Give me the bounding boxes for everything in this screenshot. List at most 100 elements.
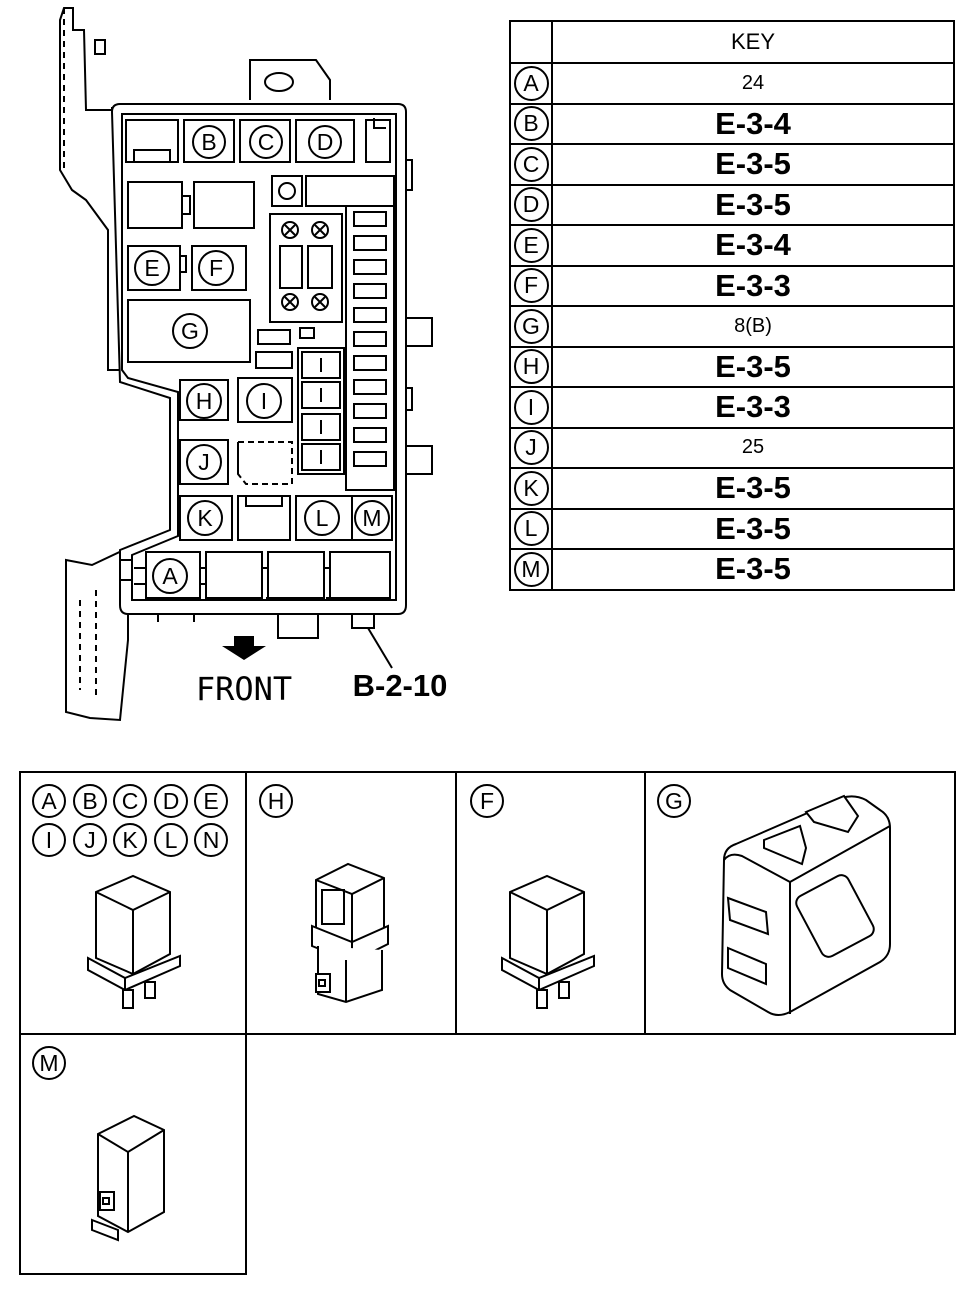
svg-text:D: D [163, 788, 180, 814]
svg-text:G: G [181, 318, 199, 344]
fuse-box [59, 7, 433, 722]
position-marker-f: F [198, 250, 234, 286]
position-marker-m: M [354, 500, 390, 536]
svg-text:L: L [165, 827, 178, 853]
svg-text:E: E [144, 255, 159, 281]
svg-text:B: B [82, 788, 97, 814]
svg-text:E: E [203, 788, 218, 814]
key-letter-marker: I [513, 389, 549, 425]
key-table-header: KEY [509, 20, 955, 64]
reference-label: B-2-10 [353, 668, 448, 703]
position-marker-c: C [249, 125, 283, 159]
svg-text:J: J [84, 827, 96, 853]
svg-text:C: C [122, 788, 139, 814]
g-module-illustration [720, 794, 891, 1016]
svg-text:F: F [209, 255, 223, 281]
relay-panel-standard: A B C D E I J K L N [32, 784, 228, 1009]
key-value: 24 [551, 62, 955, 105]
svg-text:A: A [41, 788, 57, 814]
svg-text:D: D [317, 129, 334, 155]
svg-text:F: F [480, 788, 494, 814]
position-marker-b: B [192, 125, 226, 159]
svg-text:C: C [258, 129, 275, 155]
key-value: E-3-5 [551, 467, 955, 510]
relay-panel-m: M [32, 1046, 165, 1242]
position-marker-g: G [172, 313, 208, 349]
svg-text:M: M [39, 1050, 58, 1076]
key-value: E-3-5 [551, 143, 955, 186]
relay-panel-f: F [470, 784, 595, 1009]
key-value: E-3-3 [551, 386, 955, 429]
f-relay-illustration [501, 875, 595, 1009]
position-marker-l: L [304, 500, 340, 536]
mounting-bracket [59, 7, 121, 371]
key-value: E-3-5 [551, 345, 955, 388]
svg-text:N: N [203, 827, 220, 853]
svg-text:M: M [362, 505, 381, 531]
svg-text:H: H [196, 388, 213, 414]
position-marker-a: A [152, 558, 188, 594]
svg-text:L: L [316, 505, 329, 531]
h-relay-illustration [311, 862, 389, 1004]
relay-panels [19, 771, 956, 1275]
key-letter-marker: B [513, 106, 549, 142]
key-letter-marker: K [513, 470, 549, 506]
key-value: 25 [551, 426, 955, 469]
key-letter-marker: M [513, 551, 549, 587]
svg-text:G: G [665, 788, 683, 814]
standard-relay-illustration [87, 875, 181, 1009]
key-letter-marker: H [513, 349, 549, 385]
key-letter-marker: D [513, 187, 549, 223]
m-relay-illustration [91, 1114, 165, 1242]
svg-text:A: A [162, 563, 178, 589]
fuse-box-body [110, 103, 407, 615]
key-value: E-3-5 [551, 548, 955, 591]
key-letter-marker: G [513, 308, 549, 344]
svg-text:K: K [197, 505, 213, 531]
front-label: FRONT [196, 670, 292, 708]
svg-text:I: I [46, 827, 52, 853]
position-marker-d: D [308, 125, 342, 159]
svg-text:H: H [268, 788, 285, 814]
svg-text:I: I [261, 388, 267, 414]
position-marker-i: I [246, 383, 282, 419]
relay-panel-h: H [259, 784, 389, 1004]
svg-text:K: K [122, 827, 138, 853]
key-letter-marker: A [513, 65, 549, 101]
key-letter-marker: L [513, 511, 549, 547]
relay-panel-g: G [657, 784, 891, 1016]
key-value: E-3-5 [551, 183, 955, 226]
key-letter-marker: J [513, 430, 549, 466]
svg-text:J: J [198, 449, 210, 475]
key-value: E-3-4 [551, 102, 955, 145]
key-header-label: KEY [551, 20, 955, 64]
front-arrow-icon [222, 636, 266, 660]
key-letter-marker: F [513, 268, 549, 304]
key-value: E-3-5 [551, 507, 955, 550]
key-letter-marker: E [513, 227, 549, 263]
key-value: E-3-3 [551, 264, 955, 307]
svg-text:B: B [201, 129, 216, 155]
position-marker-j: J [186, 444, 222, 480]
position-marker-k: K [187, 500, 223, 536]
key-letter-marker: C [513, 146, 549, 182]
key-value: 8(B) [551, 305, 955, 348]
position-marker-e: E [134, 250, 170, 286]
fuse-strip [353, 211, 387, 467]
position-marker-h: H [186, 383, 222, 419]
